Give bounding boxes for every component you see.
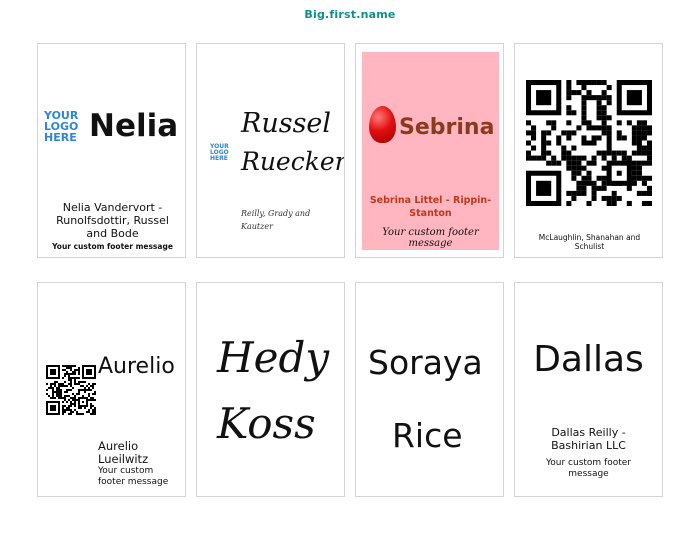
badge-footer: Your custom footer message [545, 458, 632, 479]
badge-footer: Your custom footer message [52, 242, 173, 251]
qr-code-icon [46, 365, 96, 415]
badge-name-last: Ruecker [241, 147, 345, 176]
badge-name-first: Soraya [368, 343, 483, 382]
badge-card-soraya[interactable]: Soraya Rice [355, 282, 504, 497]
egg-icon [369, 106, 396, 143]
badge-footer: Your custom footer message [382, 227, 479, 249]
badge-name: Sebrina [399, 115, 495, 140]
badge-name-last: Rice [392, 416, 463, 455]
badge-company: McLaughlin, Shanahan and Schulist [538, 233, 641, 251]
badge-card-mclaughlin[interactable]: McLaughlin, Shanahan and Schulist [514, 43, 663, 258]
badge-footer: Your custom footer message [98, 466, 169, 487]
badge-card-sebrina[interactable]: Sebrina Sebrina Littel - Rippin- Stanton… [355, 43, 504, 258]
badge-name: Dallas [533, 339, 644, 380]
qr-code-icon [526, 80, 652, 206]
badge-background [362, 52, 499, 250]
badge-card-dallas[interactable]: Dallas Dallas Reilly - Bashirian LLC You… [514, 282, 663, 497]
page-title: Big.first.name [304, 8, 396, 21]
badge-name: Aurelio [98, 354, 175, 379]
badge-name: Nelia [89, 108, 179, 144]
logo-placeholder: YOUR LOGO HERE [44, 109, 79, 144]
badge-card-aurelio[interactable]: Aurelio Aurelio Lueilwitz Your custom fo… [37, 282, 186, 497]
badge-company: Nelia Vandervort - Runolfsdottir, Russel… [56, 201, 169, 240]
badge-name-first: Hedy [217, 333, 330, 382]
badge-company: Aurelio Lueilwitz [98, 439, 149, 466]
badge-card-russel[interactable]: YOUR LOGO HERE Russel Ruecker Reilly, Gr… [196, 43, 345, 258]
badge-name-last: Koss [217, 399, 316, 448]
badge-company: Sebrina Littel - Rippin- Stanton [369, 195, 492, 219]
badge-company-line1: Reilly, Grady and [241, 209, 311, 218]
badge-company: Dallas Reilly - Bashirian LLC [551, 426, 626, 452]
badge-name-first: Russel [241, 108, 332, 139]
logo-placeholder: YOUR LOGO HERE [210, 143, 229, 162]
badge-card-nelia[interactable]: YOUR LOGO HERE Nelia Nelia Vandervort - … [37, 43, 186, 258]
badge-company-line2: Kautzer [241, 222, 273, 231]
badge-card-hedy[interactable]: Hedy Koss [196, 282, 345, 497]
